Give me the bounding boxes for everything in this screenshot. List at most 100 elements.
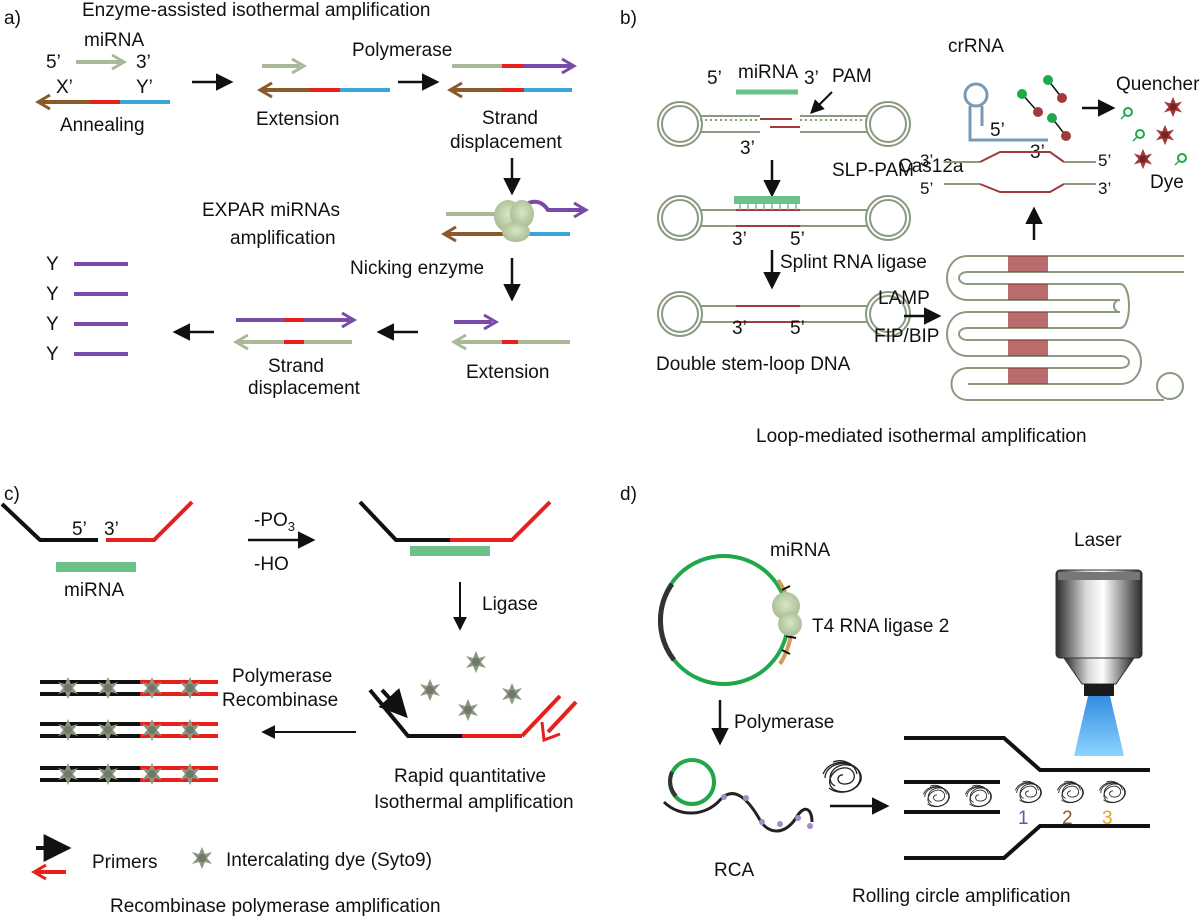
- a-x-prime: X’: [56, 77, 73, 98]
- c-template-red-arm: [520, 694, 562, 738]
- d-polymerase: Polymerase: [734, 712, 834, 733]
- b-five-prime-1: 5’: [707, 68, 722, 89]
- c-primer-red-head: [540, 721, 561, 743]
- c-legend-primers: Primers: [92, 852, 157, 873]
- d-rca-circle: [668, 758, 716, 806]
- b-quencher: Quencher: [1116, 74, 1200, 95]
- b-five-prime-6: 5’: [920, 179, 933, 198]
- panel-a: a) Enzyme-assisted isothermal amplificat…: [4, 0, 589, 399]
- c-product-row: [40, 763, 218, 785]
- a-y-label: Y: [46, 344, 59, 365]
- a-y-prime: Y’: [136, 77, 153, 98]
- a-y-label: Y: [46, 284, 59, 305]
- d-rca-circle-black: [668, 771, 678, 798]
- a-three-prime: 3’: [136, 52, 151, 73]
- b-double-stem-loop: [657, 291, 911, 337]
- b-caption: Loop-mediated isothermal amplification: [756, 426, 1087, 447]
- d-padlock-black-arc: [657, 582, 676, 662]
- panel-d: d) miRNA T4 RNA ligase 2 Polymerase: [620, 484, 1150, 907]
- b-three-prime-6: 3’: [920, 151, 933, 170]
- a-expar-2: amplification: [230, 228, 336, 249]
- a-strand-disp-2a: Strand: [268, 356, 324, 377]
- c-polymerase: Polymerase: [232, 666, 332, 687]
- d-rca-beads: [721, 794, 813, 829]
- b-hairpin-1: [657, 101, 911, 147]
- c-ligated-right: [450, 500, 552, 542]
- b-pam-pointer: [810, 91, 833, 114]
- panel-c-label: c): [4, 484, 20, 505]
- b-five-prime-3: 5’: [790, 229, 805, 250]
- b-three-prime-1: 3’: [804, 68, 819, 89]
- panel-b-label: b): [620, 8, 637, 29]
- a-strand-disp-1a: Strand: [482, 108, 538, 129]
- c-product-row: [40, 719, 218, 741]
- c-po3-text: -PO: [254, 510, 288, 531]
- d-count-2: 2: [1062, 808, 1073, 829]
- c-caption: Recombinase polymerase amplification: [110, 896, 441, 917]
- d-coils-in-channel: [922, 780, 1126, 808]
- c-products: [40, 677, 218, 785]
- b-mirna-label: miRNA: [738, 62, 798, 83]
- c-probe-right: [106, 500, 194, 542]
- a-sd2-bot-head: [233, 333, 249, 351]
- d-caption: Rolling circle amplification: [852, 886, 1071, 907]
- panel-a-title: Enzyme-assisted isothermal amplification: [82, 0, 430, 21]
- c-free-dyes: [420, 651, 522, 721]
- b-mirna-bound: [734, 196, 800, 204]
- c-product-row: [40, 677, 218, 699]
- d-objective-icon: [1055, 569, 1143, 756]
- panel-d-label: d): [620, 484, 637, 505]
- a-ext-template-head: [257, 81, 273, 99]
- c-five-prime: 5’: [72, 519, 87, 540]
- b-lamp-product: [946, 255, 1184, 401]
- c-mirna-label: miRNA: [64, 580, 124, 601]
- b-three-prime-7: 3’: [1098, 179, 1111, 198]
- a-expar-1: EXPAR miRNAs: [202, 200, 340, 221]
- a-sd-top-head: [561, 57, 577, 75]
- d-mirna-label: miRNA: [770, 540, 830, 561]
- panel-a-label: a): [4, 8, 21, 29]
- c-ligase: Ligase: [482, 594, 538, 615]
- c-legend-dye-icon: [192, 847, 212, 869]
- d-rca-strand: [662, 792, 814, 833]
- b-crrna: crRNA: [948, 36, 1004, 57]
- b-five-prime-7: 5’: [1098, 151, 1111, 170]
- c-mirna-bar: [56, 562, 136, 572]
- c-three-prime: 3’: [104, 519, 119, 540]
- b-slp-pam: SLP-PAM: [832, 160, 914, 181]
- a-y-products: Y Y Y Y: [46, 254, 128, 365]
- b-three-prime-3: 3’: [732, 229, 747, 250]
- a-strand-disp-1b: displacement: [450, 132, 563, 153]
- a-extension-1: Extension: [256, 109, 339, 130]
- c-rapid-2: Isothermal amplification: [374, 792, 574, 813]
- d-padlock-circle: [658, 554, 790, 686]
- b-splint-ligase: Splint RNA ligase: [780, 252, 927, 273]
- d-t4-ligase: T4 RNA ligase 2: [812, 616, 949, 637]
- b-double-stem-label: Double stem-loop DNA: [656, 354, 851, 375]
- c-probe-left: [0, 502, 98, 542]
- a-mirna-label: miRNA: [84, 30, 144, 51]
- c-recombinase: Recombinase: [222, 690, 338, 711]
- d-count-3: 3: [1102, 808, 1113, 829]
- a-nicking-enzyme: Nicking enzyme: [350, 258, 484, 279]
- a-annealing: Annealing: [60, 115, 145, 136]
- b-crrna-hairpin: [963, 82, 1048, 142]
- b-fip-bip: FIP/BIP: [874, 326, 939, 347]
- a-mirna-arrowhead: [111, 53, 127, 71]
- b-five-prime-4: 5’: [790, 318, 805, 339]
- a-ext-primer-head: [291, 57, 307, 75]
- a-strand-disp-2b: displacement: [248, 378, 361, 399]
- c-ho: -HO: [254, 554, 289, 575]
- a-sd2-top-head: [341, 311, 357, 329]
- b-target-duplex: [944, 151, 1096, 193]
- a-polymerase-blob: [494, 200, 534, 242]
- a-five-prime: 5’: [46, 52, 61, 73]
- d-ligase-blob: [772, 592, 802, 636]
- b-cleaved-fragments: [1120, 96, 1187, 170]
- b-three-prime-4: 3’: [732, 318, 747, 339]
- c-primer-black: [378, 688, 408, 719]
- a-template-arrowhead: [35, 93, 51, 111]
- d-count-1: 1: [1018, 808, 1029, 829]
- a-mid-bot-head: [441, 225, 457, 243]
- b-mirna-ticks: [739, 204, 797, 210]
